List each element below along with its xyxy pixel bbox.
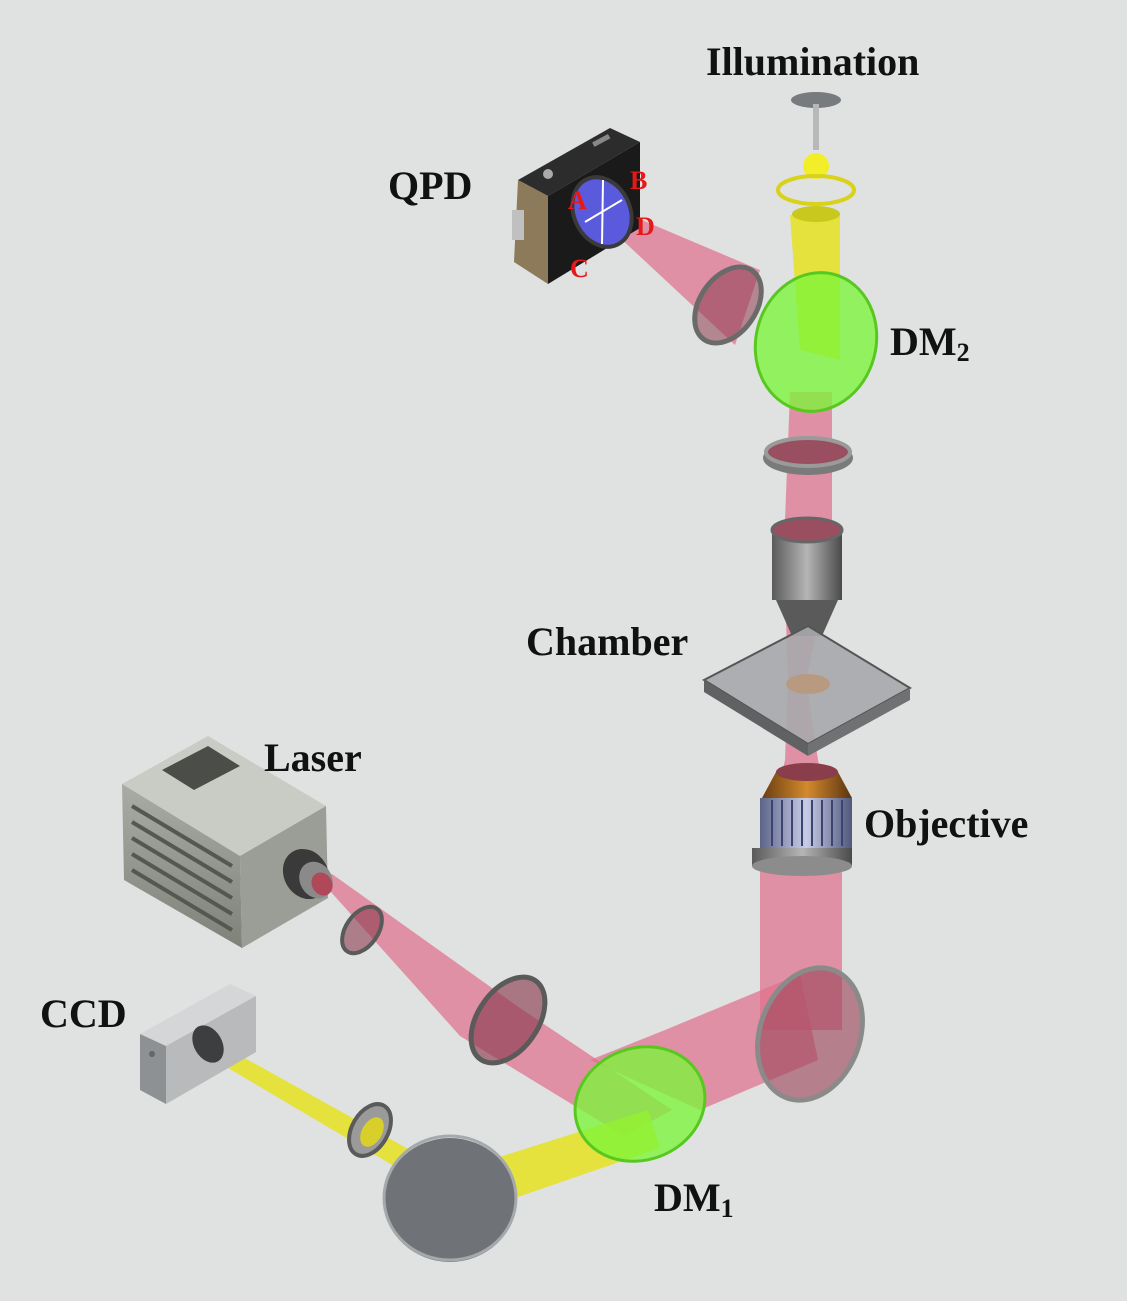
label-illumination: Illumination xyxy=(706,39,920,84)
ccd-lens xyxy=(347,1102,393,1158)
laser-lens-large xyxy=(468,974,548,1066)
qpd-lens xyxy=(692,264,764,346)
objective-lens xyxy=(752,763,852,876)
label-dm2-main: DM xyxy=(890,319,957,364)
laser-source xyxy=(122,736,333,948)
condenser xyxy=(770,516,844,636)
label-dm1-main: DM xyxy=(654,1175,721,1220)
qpd-detector xyxy=(512,128,640,284)
upper-lens xyxy=(763,436,853,475)
label-dm2: DM2 xyxy=(890,322,970,366)
beam-mirror xyxy=(755,965,865,1103)
label-objective: Objective xyxy=(864,801,1029,846)
chamber xyxy=(701,624,912,756)
ccd-camera xyxy=(140,984,256,1104)
quadrant-label-b: B xyxy=(630,166,648,195)
label-ccd: CCD xyxy=(40,991,127,1036)
dm1-mirror xyxy=(573,1045,707,1163)
bottom-mirror xyxy=(382,1134,518,1262)
label-dm2-sub: 2 xyxy=(956,338,970,367)
illumination-lamp xyxy=(776,92,856,222)
quadrant-label-a: A xyxy=(568,186,587,215)
laser-lens-small xyxy=(340,904,384,956)
label-dm1: DM1 xyxy=(654,1178,734,1222)
label-dm1-sub: 1 xyxy=(720,1194,734,1223)
label-qpd: QPD xyxy=(388,163,473,208)
dm2-mirror xyxy=(753,271,879,413)
label-chamber: Chamber xyxy=(526,619,689,664)
label-laser: Laser xyxy=(264,735,362,780)
quadrant-label-c: C xyxy=(570,254,589,283)
quadrant-label-d: D xyxy=(636,212,655,241)
